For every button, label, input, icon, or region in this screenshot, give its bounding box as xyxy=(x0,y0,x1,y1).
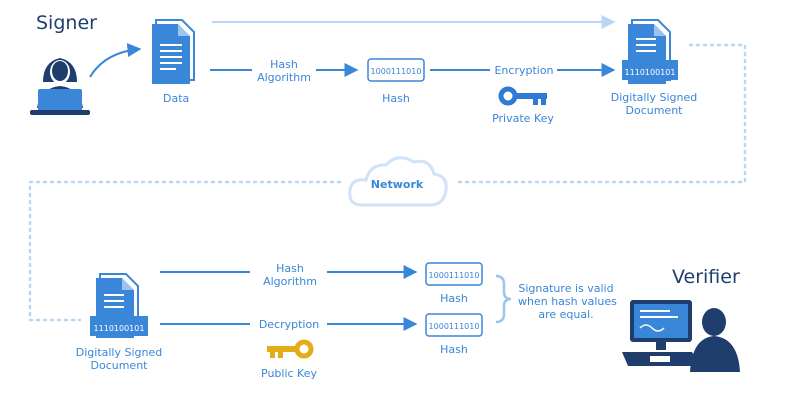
network-dotted-path-left xyxy=(28,180,342,322)
hash-algorithm-label-top: Hash Algorithm xyxy=(257,58,311,84)
public-key-icon xyxy=(267,339,314,359)
hash-label-top: Hash xyxy=(382,92,410,105)
public-key-label: Public Key xyxy=(261,367,317,380)
verifier-computer-icon xyxy=(622,300,700,366)
hash-value-top: 1000111010 xyxy=(370,67,422,76)
signature-valid-note: Signature is valid when hash values are … xyxy=(518,282,617,321)
network-label: Network xyxy=(370,178,424,191)
verifier-person-icon xyxy=(690,308,740,372)
hash-box xyxy=(367,58,425,82)
signed-doc-label-top: Digitally Signed Document xyxy=(610,91,698,117)
data-label: Data xyxy=(163,92,190,105)
network-dotted-path xyxy=(453,43,747,184)
signed-doc-code-bottom: 1110100101 xyxy=(93,324,145,333)
hash-algorithm-label-bottom: Hash Algorithm xyxy=(263,262,317,288)
hash2-box xyxy=(425,313,483,337)
encryption-label: Encryption xyxy=(494,64,554,77)
signed-doc-label-bottom: Digitally Signed Document xyxy=(75,346,163,372)
hash2-label: Hash xyxy=(440,343,468,356)
private-key-icon xyxy=(498,86,547,106)
signed-document-icon-bottom xyxy=(90,273,148,338)
private-key-label: Private Key xyxy=(492,112,554,125)
hash2-value: 1000111010 xyxy=(428,322,480,331)
signer-to-data-arrow xyxy=(89,43,142,78)
hash1-box xyxy=(425,262,483,286)
signed-document-icon-top xyxy=(622,19,678,84)
data-document-icon xyxy=(152,19,195,84)
signer-title: Signer xyxy=(36,12,97,34)
signed-doc-code-top: 1110100101 xyxy=(624,68,676,77)
decryption-label: Decryption xyxy=(258,318,320,331)
signer-person-icon xyxy=(30,58,90,115)
verifier-title: Verifier xyxy=(672,266,740,288)
hash1-label: Hash xyxy=(440,292,468,305)
comparison-brace xyxy=(495,274,512,324)
network-cloud-icon xyxy=(348,156,448,207)
hash1-value: 1000111010 xyxy=(428,271,480,280)
